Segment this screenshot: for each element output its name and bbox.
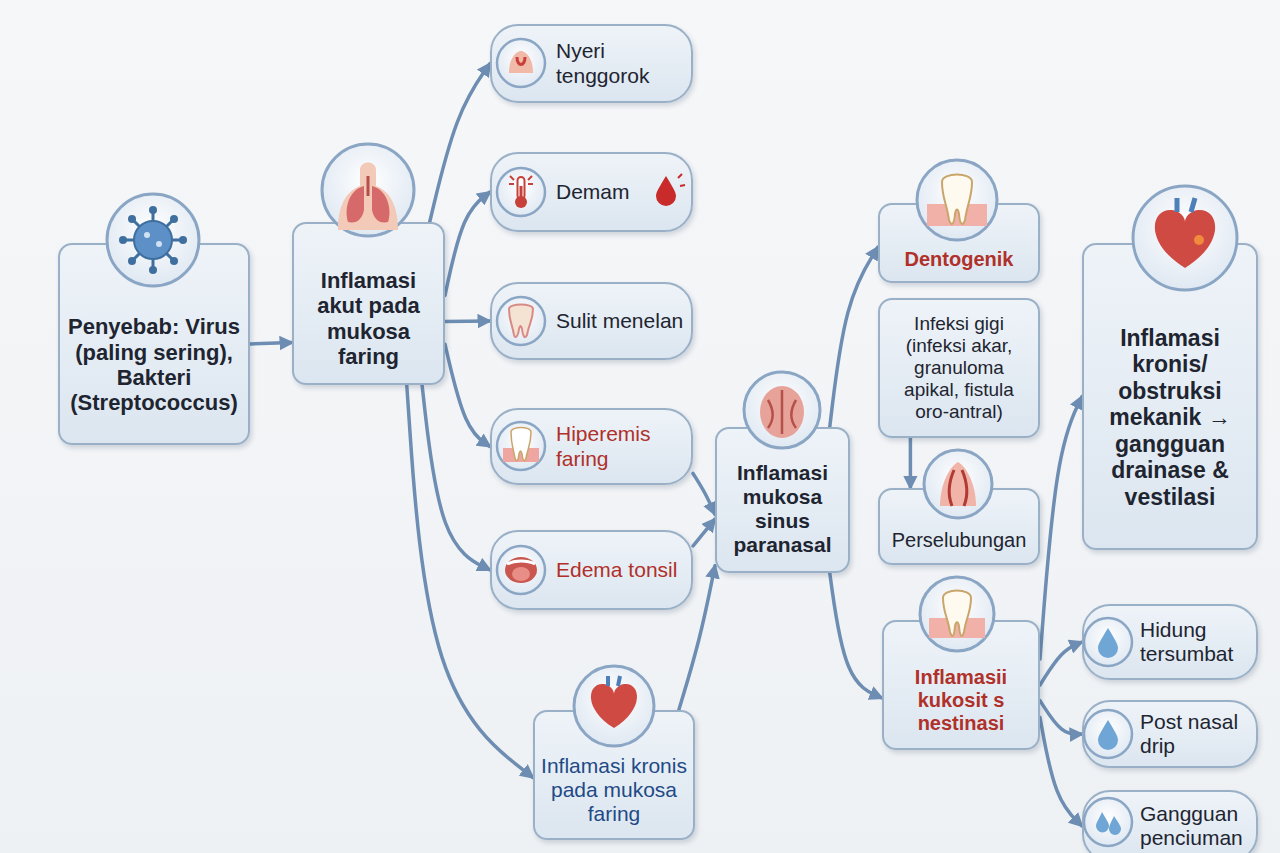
flow-arrow	[909, 438, 913, 488]
node-text: Inflamasi kronis/ obstruksi mekanik → ga…	[1092, 325, 1248, 510]
process-box: Inflamasi mukosa sinus paranasal	[715, 427, 850, 573]
symptom-pill: Hidung tersumbat	[1082, 604, 1258, 680]
symptom-pill: Nyeri tenggorok	[490, 24, 693, 103]
throat-icon	[497, 39, 545, 87]
node-text: Perselubungan	[884, 529, 1034, 552]
category-box: Dentogenik	[878, 203, 1040, 283]
node-text: Inflamasi mukosa sinus paranasal	[721, 461, 844, 558]
node-text: Infeksi gigi (infeksi akar, granuloma ap…	[886, 313, 1032, 422]
symptom-pill: Sulit menelan	[490, 282, 693, 360]
symptom-pill: Edema tonsil	[490, 530, 693, 610]
mechanism-box: Inflamasi kronis/ obstruksi mekanik → ga…	[1082, 243, 1258, 550]
blood-drop-icon	[656, 174, 685, 206]
heart-icon	[1133, 186, 1237, 290]
tonsil-icon	[497, 297, 545, 345]
detail-box: Infeksi gigi (infeksi akar, granuloma ap…	[878, 298, 1040, 438]
thermometer-icon	[497, 168, 545, 216]
virus-icon	[107, 194, 199, 286]
finding-box: Perselubungan	[878, 488, 1040, 565]
node-text: Inflamasii kukosit s nestinasi	[888, 666, 1034, 735]
tooth-icon	[920, 577, 994, 651]
drop-icon	[1084, 710, 1132, 758]
process-box: Inflamasi kronis pada mukosa faring	[533, 710, 695, 840]
sinus-icon	[744, 372, 820, 448]
process-box: Inflamasi akut pada mukosa faring	[292, 222, 445, 385]
flow-arrow	[1040, 642, 1082, 685]
symptom-pill: Post nasal drip	[1082, 700, 1258, 768]
node-text: Sulit menelan	[556, 309, 685, 333]
flow-arrow	[830, 247, 878, 427]
mouth-icon	[497, 546, 545, 594]
tooth-icon	[497, 422, 545, 470]
node-text: Hidung tersumbat	[1140, 618, 1250, 666]
process-box: Inflamasii kukosit s nestinasi	[882, 620, 1040, 750]
symptom-pill: Gangguan penciuman	[1082, 790, 1258, 853]
cause-box: Penyebab: Virus (paling sering), Bakteri…	[58, 243, 250, 445]
drop-icon	[1084, 798, 1132, 846]
node-text: Demam	[556, 180, 685, 204]
node-text: Gangguan penciuman	[1140, 802, 1250, 850]
flow-arrow	[422, 385, 490, 570]
node-text: Nyeri tenggorok	[556, 39, 685, 87]
flow-arrow	[693, 519, 715, 546]
node-text: Penyebab: Virus (paling sering), Bakteri…	[68, 314, 240, 415]
flow-arrow	[693, 473, 715, 514]
symptom-pill: Hiperemis faring	[490, 408, 693, 485]
flow-arrow	[1040, 718, 1082, 827]
node-text: Edema tonsil	[556, 558, 685, 582]
flow-arrow	[1040, 701, 1082, 735]
flow-arrow	[445, 192, 490, 295]
tooth-icon	[917, 160, 997, 240]
node-text: Inflamasi akut pada mukosa faring	[300, 268, 437, 369]
flow-arrow	[830, 573, 882, 698]
node-text: Inflamasi kronis pada mukosa faring	[541, 754, 687, 826]
flow-arrow	[1040, 397, 1082, 660]
symptom-pill: Demam	[490, 152, 693, 232]
node-text: Dentogenik	[884, 248, 1034, 271]
drop-icon	[1084, 618, 1132, 666]
node-text: Hiperemis faring	[556, 422, 685, 470]
nasal-icon	[924, 450, 992, 518]
flow-arrow	[445, 344, 490, 446]
flow-arrow	[445, 319, 490, 323]
lungs-icon	[322, 144, 414, 236]
flow-arrow	[250, 343, 292, 344]
heart-icon	[574, 666, 654, 746]
node-text: Post nasal drip	[1140, 710, 1250, 758]
